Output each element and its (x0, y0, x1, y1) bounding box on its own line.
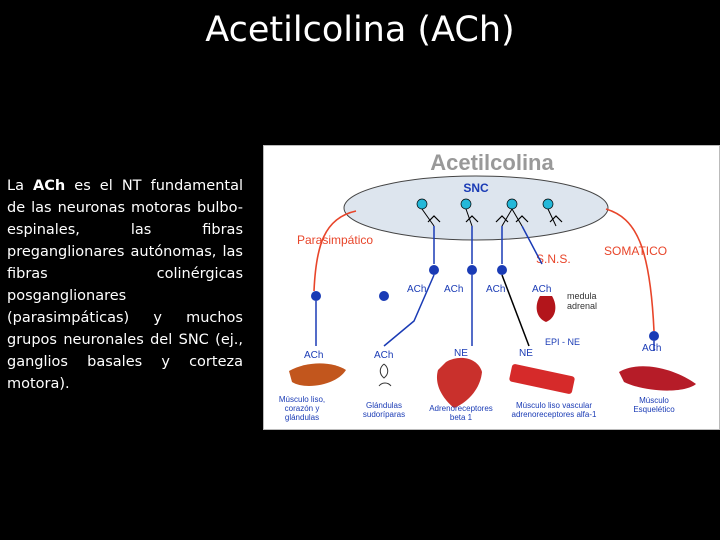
ne-label-2: NE (519, 348, 533, 359)
postganglionic-4 (501, 274, 530, 347)
intro-text: La (7, 178, 34, 194)
cns-synapses (427, 215, 563, 223)
target-1-line-2: corazón y (285, 404, 320, 413)
target-1-line-1: Músculo liso, (279, 395, 325, 404)
smooth-muscle-shape (289, 363, 346, 386)
ach-bold: ACh (33, 178, 66, 194)
postganglionic-2 (383, 274, 435, 347)
vascular-muscle-shape (509, 364, 575, 394)
ach-label-1: ACh (407, 284, 426, 295)
ganglion-neuron-2 (379, 291, 389, 301)
ganglion-neuron-4 (467, 265, 477, 275)
somatic-label: SOMATICO (604, 244, 667, 258)
preganglionic-axons (433, 225, 543, 265)
ach-label-3: ACh (486, 284, 505, 295)
cns-neuron-4 (542, 198, 554, 210)
target-2-line-2: sudoríparas (363, 410, 405, 419)
target-2-line-1: Glándulas (366, 401, 402, 410)
adrenal-gland (536, 296, 556, 322)
target-4-line-1: Músculo liso vascular (516, 401, 592, 410)
acetylcholine-diagram: Acetilcolina SNC Parasimpático S.N.S. SO… (263, 145, 720, 430)
heart-shape (436, 357, 482, 408)
ganglion-neuron-5 (497, 265, 507, 275)
ach-label-7: ACh (642, 343, 661, 354)
ganglion-neuron-3 (429, 265, 439, 275)
target-5-line-1: Músculo (639, 396, 669, 405)
snc-label: SNC (463, 181, 489, 195)
medula-label-2: adrenal (567, 301, 597, 311)
ne-label-1: NE (454, 348, 468, 359)
epi-ne-label: EPI - NE (545, 337, 580, 347)
ach-label-5: ACh (304, 350, 323, 361)
body-paragraph: La ACh es el NT fundamental de las neuro… (7, 175, 243, 395)
cns-neuron-1 (416, 198, 428, 210)
cns-neuron-2 (460, 198, 472, 210)
cns-axons (421, 208, 557, 227)
paragraph-text: es el NT fundamental de las neuronas mot… (7, 178, 243, 392)
snc-ellipse (343, 175, 609, 241)
target-4-line-2: adrenoreceptores alfa-1 (512, 410, 597, 419)
ganglion-neuron-1 (311, 291, 321, 301)
somatic-arc (605, 208, 655, 332)
skeletal-muscle-shape (619, 366, 696, 391)
ach-label-2: ACh (444, 284, 463, 295)
target-3-line-2: beta 1 (450, 413, 473, 422)
parasympathetic-arc (313, 210, 357, 292)
target-5-line-2: Esquelético (633, 405, 675, 414)
cns-neuron-3 (506, 198, 518, 210)
parasympathetic-label: Parasimpático (297, 233, 373, 247)
slide-title: Acetilcolina (ACh) (205, 10, 515, 50)
ach-label-6: ACh (374, 350, 393, 361)
ganglion-neuron-6 (649, 331, 659, 341)
ach-label-4: ACh (532, 284, 551, 295)
medula-label-1: medula (567, 291, 597, 301)
diagram-svg: Acetilcolina SNC Parasimpático S.N.S. SO… (279, 150, 696, 422)
sns-label: S.N.S. (536, 252, 571, 266)
diagram-title: Acetilcolina (430, 150, 554, 175)
sweat-gland-shape (378, 363, 392, 387)
target-1-line-3: glándulas (285, 413, 319, 422)
target-3-line-1: Adrenoreceptores (429, 404, 493, 413)
